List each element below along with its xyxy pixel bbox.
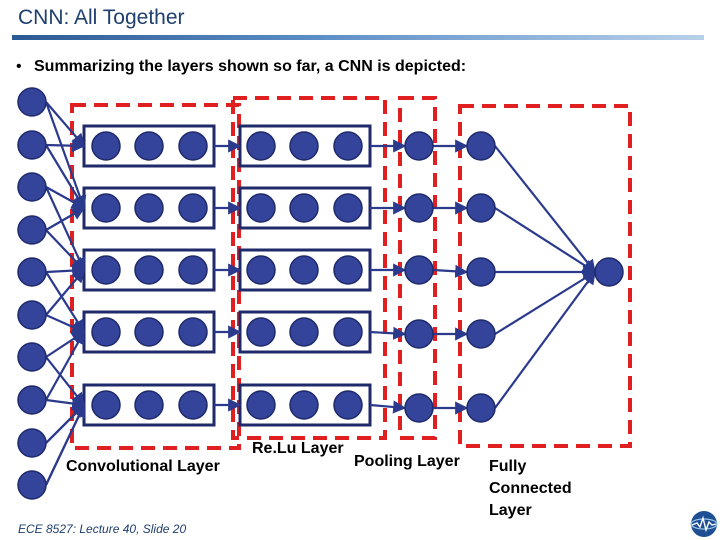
conv-neuron	[178, 131, 208, 161]
conv-neuron	[91, 255, 121, 285]
relu-neuron	[333, 390, 363, 420]
fc-neuron	[466, 131, 496, 161]
conv-neuron	[134, 193, 164, 223]
relu-neuron	[289, 193, 319, 223]
input-neuron	[17, 300, 47, 330]
fc-neuron	[466, 257, 496, 287]
slide-footer: ECE 8527: Lecture 40, Slide 20	[18, 522, 187, 536]
input-neuron	[17, 172, 47, 202]
relu-neuron	[289, 390, 319, 420]
relu-neuron	[246, 390, 276, 420]
pooling-layer-label: Pooling Layer	[354, 453, 460, 470]
conv-layer-label: Convolutional Layer	[66, 458, 220, 475]
relu-neuron	[289, 317, 319, 347]
relu-neuron	[246, 317, 276, 347]
fc-neuron	[466, 319, 496, 349]
input-edge	[45, 396, 86, 410]
relu-pool-edge	[369, 326, 407, 340]
pooling-neuron	[404, 255, 434, 285]
input-edge	[45, 101, 85, 147]
input-neuron	[17, 428, 47, 458]
conv-neuron	[134, 255, 164, 285]
input-edge	[45, 139, 86, 153]
conv-neuron	[178, 193, 208, 223]
output-neuron	[594, 257, 624, 287]
input-edge	[45, 186, 86, 209]
globe-logo-icon	[690, 511, 718, 537]
fc-output-edge	[494, 270, 596, 409]
conv-neuron	[178, 317, 208, 347]
input-neuron	[17, 215, 47, 245]
pool-fc-edge	[432, 264, 469, 278]
conv-neuron	[134, 317, 164, 347]
input-neuron	[17, 342, 47, 372]
conv-neuron	[91, 317, 121, 347]
conv-neuron	[134, 131, 164, 161]
bullet-marker: •	[16, 58, 22, 75]
input-edge	[45, 268, 85, 316]
relu-neuron	[246, 131, 276, 161]
input-edge	[45, 331, 86, 358]
relu-neuron	[333, 255, 363, 285]
relu-neuron	[333, 317, 363, 347]
bullet-text: Summarizing the layers shown so far, a C…	[34, 58, 467, 75]
conv-neuron	[91, 193, 121, 223]
input-edge	[45, 207, 86, 231]
relu-pool-edge	[369, 400, 407, 414]
conv-neuron	[178, 255, 208, 285]
fc-output-edge	[494, 207, 597, 273]
input-edge	[44, 186, 86, 272]
relu-neuron	[289, 131, 319, 161]
fc-neuron	[466, 393, 496, 423]
pooling-neuron	[404, 131, 434, 161]
pooling-neuron	[404, 319, 434, 349]
relu-neuron	[333, 193, 363, 223]
input-edge	[45, 313, 86, 334]
input-edge	[45, 229, 85, 271]
conv-neuron	[91, 131, 121, 161]
input-neuron	[17, 470, 47, 500]
input-edge	[45, 404, 85, 444]
input-neuron	[17, 257, 47, 287]
relu-layer-label: Re.Lu Layer	[252, 440, 344, 457]
input-edge	[45, 330, 85, 401]
input-neuron	[17, 385, 47, 415]
input-edge	[44, 101, 87, 210]
fc-layer-label: Fully Connected Layer	[489, 458, 572, 519]
fc-neuron	[466, 193, 496, 223]
relu-neuron	[246, 193, 276, 223]
slide-title: CNN: All Together	[18, 6, 185, 29]
relu-neuron	[333, 131, 363, 161]
pooling-neuron	[404, 393, 434, 423]
bullet-point: • Summarizing the layers shown so far, a …	[16, 58, 466, 76]
input-edge	[45, 403, 85, 486]
input-neuron	[17, 87, 47, 117]
relu-neuron	[289, 255, 319, 285]
relu-neuron	[246, 255, 276, 285]
title-underline	[12, 35, 704, 40]
input-edge	[45, 264, 86, 278]
fc-output-edge	[494, 145, 596, 274]
conv-neuron	[134, 390, 164, 420]
conv-neuron	[91, 390, 121, 420]
conv-neuron	[178, 390, 208, 420]
fc-output-edge	[494, 271, 597, 335]
pooling-neuron	[404, 193, 434, 223]
input-neuron	[17, 130, 47, 160]
